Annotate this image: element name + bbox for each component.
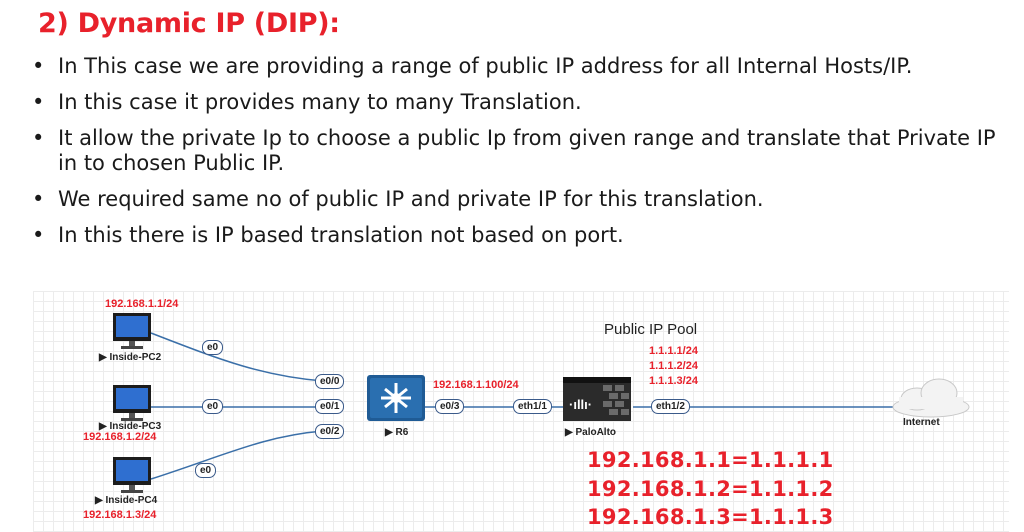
bullet-dot: • bbox=[32, 223, 45, 247]
router-iface-e0-0: e0/0 bbox=[315, 374, 345, 389]
monitor-icon bbox=[113, 313, 151, 349]
firewall-label: ▶ PaloAlto bbox=[565, 427, 617, 438]
monitor-icon bbox=[113, 385, 151, 421]
mapping-row: 192.168.1.1=1.1.1.1 bbox=[587, 448, 834, 472]
cloud-icon bbox=[892, 378, 970, 418]
bullet-item: •In this case it provides many to many T… bbox=[32, 90, 582, 114]
bullet-dot: • bbox=[32, 54, 45, 78]
pc4-ip: 192.168.1.3/24 bbox=[83, 509, 157, 521]
pool-ip: 1.1.1.2/24 bbox=[649, 360, 698, 372]
bullet-dot: • bbox=[32, 187, 45, 211]
bullet-dot: • bbox=[32, 90, 45, 114]
svg-text:·ıllı·: ·ıllı· bbox=[569, 397, 592, 412]
router-icon bbox=[367, 375, 425, 421]
router-iface-e0-2: e0/2 bbox=[315, 424, 345, 439]
monitor-icon bbox=[113, 457, 151, 493]
bullet-item: •In This case we are providing a range o… bbox=[32, 54, 913, 78]
link-pc2-router bbox=[150, 332, 324, 382]
bullet-dot: • bbox=[32, 126, 45, 150]
router-iface-e0-3: e0/3 bbox=[435, 399, 465, 414]
pc4-label: ▶ Inside-PC4 bbox=[95, 495, 158, 506]
pool-title: Public IP Pool bbox=[604, 321, 698, 338]
pc3-iface: e0 bbox=[202, 399, 224, 414]
mapping-row: 192.168.1.2=1.1.1.2 bbox=[587, 477, 834, 501]
firewall-iface-eth1-1: eth1/1 bbox=[513, 399, 552, 414]
router-ip: 192.168.1.100/24 bbox=[433, 379, 519, 391]
pc3-ip: 192.168.1.2/24 bbox=[83, 431, 157, 443]
pool-ip: 1.1.1.3/24 bbox=[649, 375, 698, 387]
pc3-label: ▶ Inside-PC3 bbox=[99, 421, 162, 432]
pc4-iface: e0 bbox=[195, 463, 217, 478]
link-pc4-router bbox=[150, 430, 324, 480]
firewall-icon: ·ıllı· bbox=[563, 377, 631, 421]
router-label: ▶ R6 bbox=[385, 427, 409, 438]
pool-ip: 1.1.1.1/24 bbox=[649, 345, 698, 357]
pc2-ip: 192.168.1.1/24 bbox=[105, 298, 179, 310]
firewall-iface-eth1-2: eth1/2 bbox=[651, 399, 690, 414]
bullet-list: •In This case we are providing a range o… bbox=[30, 54, 1010, 259]
network-diagram: ·ıllı· 192.168.1.1/24 ▶ Inside-PC2 ▶ Ins… bbox=[33, 291, 1009, 532]
bullet-item: •It allow the private Ip to choose a pub… bbox=[32, 126, 996, 175]
router-iface-e0-1: e0/1 bbox=[315, 399, 345, 414]
pc2-iface: e0 bbox=[202, 340, 224, 355]
diagram-links: ·ıllı· bbox=[113, 313, 970, 493]
bullet-item: •In this there is IP based translation n… bbox=[32, 223, 624, 247]
internet-label: Internet bbox=[903, 417, 940, 428]
page-title: 2) Dynamic IP (DIP): bbox=[38, 8, 340, 39]
mapping-row: 192.168.1.3=1.1.1.3 bbox=[587, 505, 834, 529]
bullet-item: •We required same no of public IP and pr… bbox=[32, 187, 764, 211]
pc2-label: ▶ Inside-PC2 bbox=[99, 352, 162, 363]
